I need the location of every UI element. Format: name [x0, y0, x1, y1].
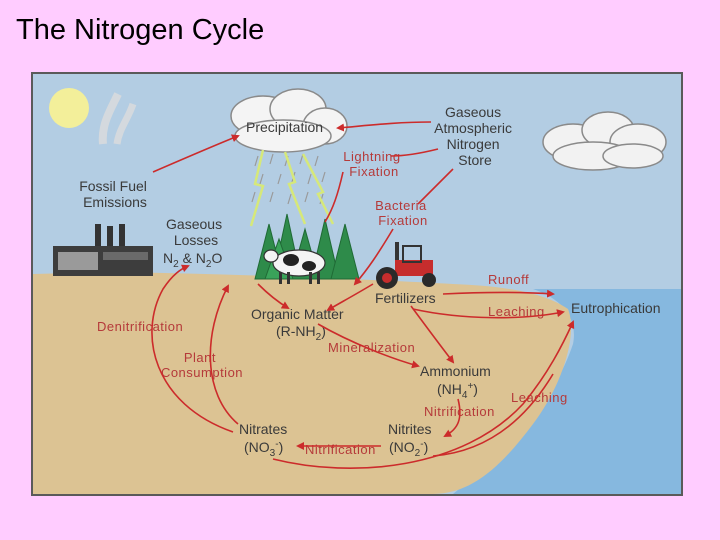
sun-icon [49, 88, 89, 128]
label-no2: (NO2-) [389, 439, 428, 459]
arrow-lightning-down [324, 171, 344, 223]
arrow-nitrification-right [443, 398, 461, 437]
diagram-canvas: Precipitation [33, 74, 681, 494]
label-leaching-top: Leaching [488, 304, 545, 319]
tractor-icon [376, 242, 436, 289]
arrow-plant-consumption [209, 284, 239, 425]
nitrogen-cycle-diagram: Precipitation [31, 72, 683, 496]
label-rnh2: (R-NH2) [276, 323, 326, 343]
label-nitrates: Nitrates [239, 421, 287, 437]
label-nh4: (NH4+) [437, 381, 478, 401]
label-n2-n2o: N2 & N2O [163, 250, 222, 270]
label-plant-consumption: Plant Consumption [161, 350, 243, 380]
label-nitrification-bottom: Nitrification [305, 442, 376, 457]
arrow-fertilizers-to-ammonium [410, 305, 455, 364]
cow-icon [263, 249, 326, 284]
arrow-leaching-bottom-nitrates [272, 320, 575, 470]
label-no3: (NO3-) [244, 439, 283, 459]
arrow-denitrification [151, 264, 234, 433]
arrow-leaching-bottom-nitrites [432, 373, 554, 457]
cloud-icon [542, 111, 667, 171]
label-fossil-fuel-emissions: Fossil Fuel Emissions [79, 178, 151, 210]
cloud-icon [230, 88, 348, 153]
label-eutrophication: Eutrophication [571, 300, 661, 316]
label-organic-matter: Organic Matter [251, 306, 344, 322]
page-title: The Nitrogen Cycle [16, 14, 265, 46]
arrow-ground-to-organic [257, 283, 290, 310]
label-gaseous-store: Gaseous Atmospheric Nitrogen Store [434, 104, 516, 168]
arrow-leaching-top [412, 308, 565, 319]
lightning-icon [249, 149, 335, 227]
arrow-fossil-to-precipitation [152, 134, 240, 173]
label-runoff: Runoff [488, 272, 529, 287]
label-precipitation: Precipitation [246, 119, 323, 135]
label-nitrites: Nitrites [388, 421, 432, 437]
label-ammonium: Ammonium [420, 363, 491, 379]
cycle-arrows [151, 121, 575, 470]
factory-icon [53, 92, 153, 276]
label-gaseous-losses: Gaseous Losses [166, 216, 226, 248]
arrow-bacteria-to-soil [353, 228, 394, 286]
arrow-store-to-precipitation [336, 121, 432, 132]
label-denitrification: Denitrification [97, 319, 183, 334]
arrow-runoff [442, 289, 555, 298]
arrow-store-to-bacteria [417, 168, 454, 205]
label-fertilizers: Fertilizers [375, 290, 436, 306]
label-leaching-bottom: Leaching [511, 390, 568, 405]
arrow-mineralization [317, 323, 420, 369]
label-bacteria-fixation: Bacteria Fixation [375, 198, 431, 228]
label-lightning-fixation: Lightning Fixation [343, 149, 404, 179]
arrow-tractor-to-organic [326, 283, 374, 312]
soil [33, 272, 572, 494]
label-mineralization: Mineralization [328, 340, 415, 355]
arrow-store-to-lightning [390, 148, 439, 157]
